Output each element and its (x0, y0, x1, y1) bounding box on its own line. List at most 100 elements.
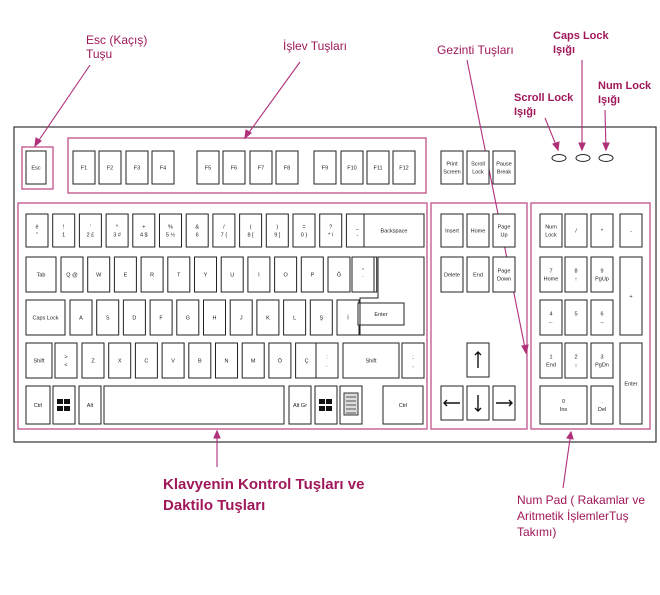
key-f7[interactable]: F7 (249, 150, 273, 185)
letter-key[interactable]: P (300, 256, 324, 293)
nav-delete-key[interactable]: Delete (440, 256, 464, 293)
alt-gr-key[interactable]: Alt Gr (288, 385, 312, 425)
left-shift-key[interactable]: Shift (25, 342, 53, 379)
right-ctrl-key[interactable]: Ctrl (382, 385, 424, 425)
letter-key[interactable]: D (122, 299, 146, 336)
key-f6[interactable]: F6 (222, 150, 246, 185)
windows-key[interactable] (314, 385, 338, 425)
letter-key[interactable]: Ç (295, 342, 319, 379)
number-row-key[interactable]: =0 } (292, 213, 316, 248)
number-row-key[interactable]: '2 £ (78, 213, 102, 248)
letter-key[interactable]: X (108, 342, 132, 379)
key-f3[interactable]: F3 (125, 150, 149, 185)
numpad-6-key[interactable]: 6→ (590, 299, 614, 336)
enter-key[interactable]: Enter (357, 302, 405, 326)
letter-key[interactable]: U (220, 256, 244, 293)
number-row-key[interactable]: &6 (185, 213, 209, 248)
letter-key[interactable]: M (241, 342, 265, 379)
numpad-8-key[interactable]: 8↑ (564, 256, 588, 293)
alt-key[interactable]: Alt (78, 385, 102, 425)
letter-key[interactable]: G (176, 299, 200, 336)
numpad-4-key[interactable]: 4← (539, 299, 563, 336)
numpad-sym-key[interactable]: * (590, 213, 614, 248)
esc-key[interactable]: Esc (25, 150, 47, 185)
letter-key[interactable]: I (247, 256, 271, 293)
key-f9[interactable]: F9 (313, 150, 337, 185)
key-f11[interactable]: F11 (366, 150, 390, 185)
key-f2[interactable]: F2 (98, 150, 122, 185)
letter-key[interactable]: W (87, 256, 111, 293)
number-row-key[interactable]: (8 [ (239, 213, 263, 248)
letter-key[interactable]: İ (336, 299, 360, 336)
number-row-key[interactable]: é" (25, 213, 49, 248)
letter-key[interactable]: Ö (268, 342, 292, 379)
letter-key[interactable]: B (188, 342, 212, 379)
letter-key[interactable]: T (167, 256, 191, 293)
letter-key[interactable]: R (140, 256, 164, 293)
numpad-5-key[interactable]: 5 (564, 299, 588, 336)
left-ctrl-key[interactable]: Ctrl (25, 385, 51, 425)
angle-bracket-key[interactable]: >< (54, 342, 78, 379)
numpad-2-key[interactable]: 2↓ (564, 342, 588, 379)
letter-key[interactable]: J (229, 299, 253, 336)
numpad-decimal-key[interactable]: .Del (590, 385, 614, 425)
numpad-enter-key[interactable]: Enter (619, 342, 643, 425)
nav-end-key[interactable]: End (466, 256, 490, 293)
period-key[interactable]: :. (315, 342, 339, 379)
letter-key[interactable]: A (69, 299, 93, 336)
space-key[interactable] (103, 385, 285, 425)
number-row-key[interactable]: %5 ½ (159, 213, 182, 248)
number-row-key[interactable]: ^3 # (105, 213, 129, 248)
key-f12[interactable]: F12 (392, 150, 416, 185)
right-shift-key[interactable]: Shift (342, 342, 400, 379)
key-f5[interactable]: F5 (196, 150, 220, 185)
number-row-key[interactable]: +4 $ (132, 213, 156, 248)
key-f4[interactable]: F4 (151, 150, 175, 185)
number-row-key[interactable]: ?* \ (319, 213, 343, 248)
numpad-plus-key[interactable]: + (619, 256, 643, 336)
key-f8[interactable]: F8 (275, 150, 299, 185)
letter-key[interactable]: O (274, 256, 298, 293)
letter-key[interactable]: Ğ (327, 256, 351, 293)
caps-lock-key[interactable]: Caps Lock (25, 299, 66, 336)
numpad-sym-key[interactable]: / (564, 213, 588, 248)
letter-key[interactable]: S (96, 299, 120, 336)
letter-key[interactable]: V (161, 342, 185, 379)
letter-key[interactable]: "` (351, 256, 375, 293)
number-row-key[interactable]: _- (345, 213, 369, 248)
letter-key[interactable]: Z (81, 342, 105, 379)
tab-key[interactable]: Tab (25, 256, 57, 293)
letter-key[interactable]: N (215, 342, 238, 379)
letter-key[interactable]: Y (194, 256, 217, 293)
number-row-key[interactable]: !1 (52, 213, 76, 248)
number-row-key[interactable]: /7 { (212, 213, 236, 248)
windows-key[interactable] (52, 385, 76, 425)
letter-key[interactable]: H (203, 299, 226, 336)
letter-key[interactable]: Q @ (60, 256, 84, 293)
letter-key[interactable]: Ş (309, 299, 333, 336)
nav-insert-key[interactable]: Insert (440, 213, 464, 248)
numpad-sym-key[interactable]: - (619, 213, 643, 248)
key-f1[interactable]: F1 (72, 150, 96, 185)
letter-key[interactable]: L (283, 299, 307, 336)
letter-key[interactable]: K (256, 299, 280, 336)
letter-key[interactable]: F (149, 299, 173, 336)
letter-key[interactable]: E (113, 256, 137, 293)
comma-key[interactable]: ;, (401, 342, 425, 379)
key-f10[interactable]: F10 (340, 150, 364, 185)
letter-key[interactable]: C (134, 342, 158, 379)
backspace-key[interactable]: Backspace (363, 213, 425, 248)
nav-home-key[interactable]: Home (466, 213, 490, 248)
number-row-key[interactable]: )9 ] (265, 213, 289, 248)
